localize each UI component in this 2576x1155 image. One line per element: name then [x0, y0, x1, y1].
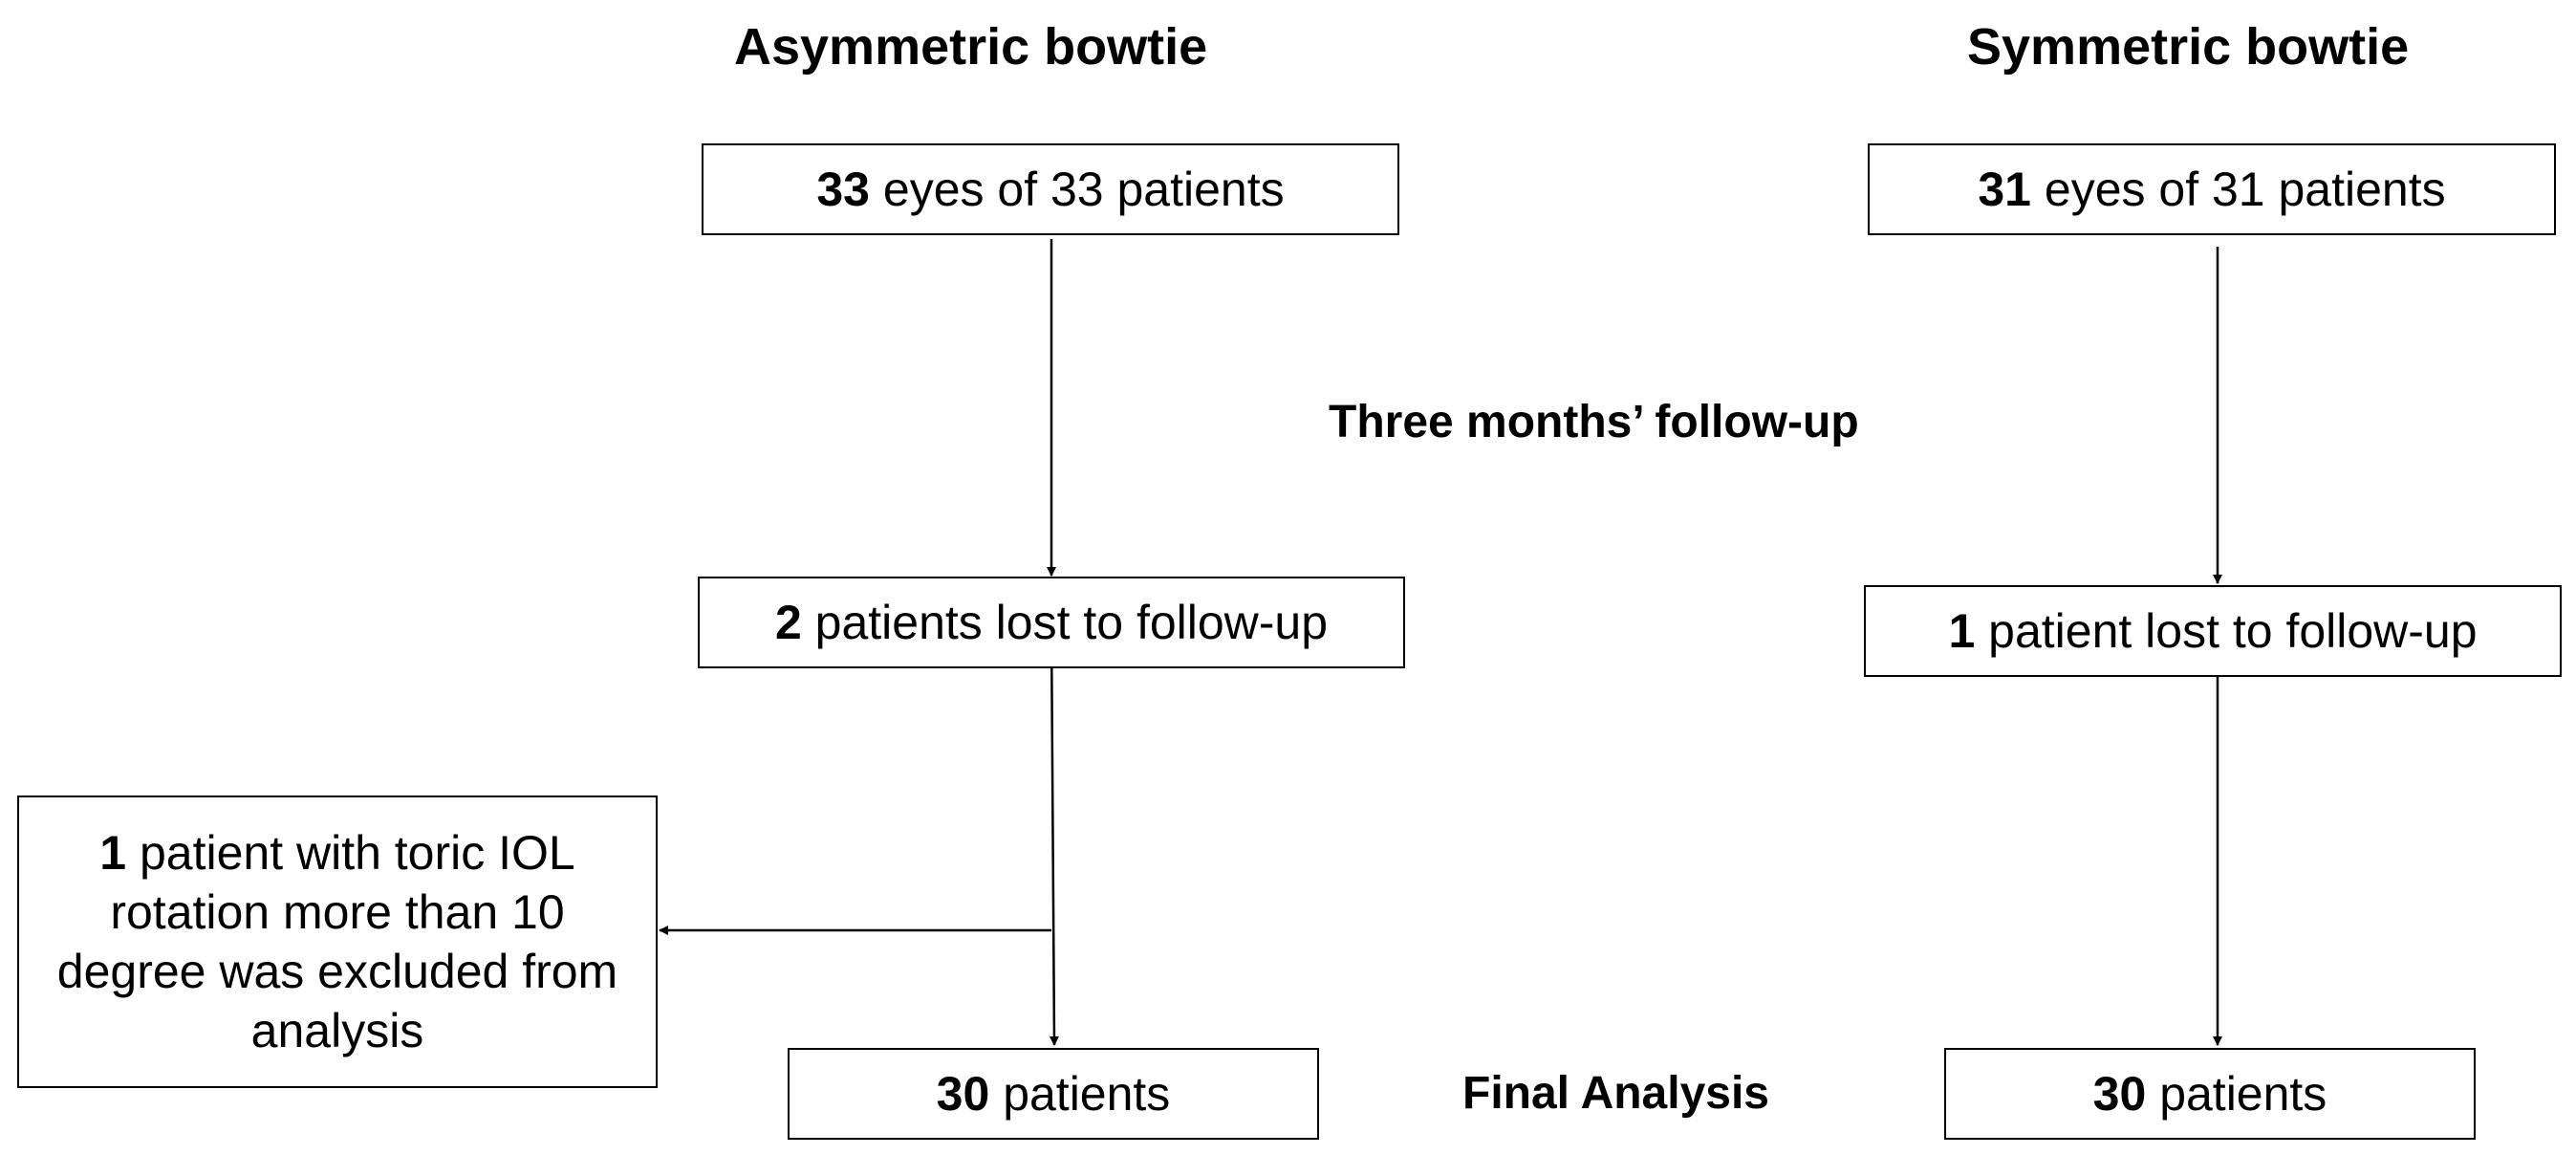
- sym-lost-count: 1: [1948, 604, 1976, 658]
- sym-final-text: patients: [2146, 1067, 2327, 1121]
- symmetric-heading: Symmetric bowtie: [1967, 18, 2410, 76]
- arrow-asym-lost-to-final: [1049, 626, 1059, 1046]
- final-analysis-stage-label: Final Analysis: [1462, 1068, 1769, 1119]
- asym-final-count: 30: [936, 1067, 990, 1121]
- sym-enrolled-text: eyes of 31 patients: [2031, 163, 2446, 216]
- asym-final-box: 30 patients: [788, 1048, 1319, 1140]
- asym-excluded-text: patient with toric IOL rotation more tha…: [56, 826, 618, 1057]
- sym-lost-text: patient lost to follow-up: [1975, 604, 2478, 658]
- followup-stage-label: Three months’ follow-up: [1329, 397, 1859, 447]
- asym-lost-box: 2 patients lost to follow-up: [698, 577, 1405, 668]
- sym-enrolled-box: 31 eyes of 31 patients: [1868, 143, 2556, 235]
- asym-lost-count: 2: [774, 596, 802, 649]
- asym-excluded-count: 1: [99, 826, 127, 880]
- sym-final-count: 30: [2092, 1067, 2147, 1121]
- asym-enrolled-box: 33 eyes of 33 patients: [702, 143, 1399, 235]
- asym-excluded-box: 1 patient with toric IOL rotation more t…: [17, 795, 658, 1088]
- sym-final-box: 30 patients: [1944, 1048, 2476, 1140]
- asym-lost-text: patients lost to follow-up: [801, 596, 1329, 649]
- sym-enrolled-count: 31: [1978, 163, 2031, 216]
- asym-enrolled-count: 33: [816, 163, 870, 216]
- sym-lost-box: 1 patient lost to follow-up: [1864, 585, 2562, 677]
- asym-final-text: patients: [989, 1067, 1171, 1121]
- asym-enrolled-text: eyes of 33 patients: [870, 163, 1285, 216]
- asymmetric-heading: Asymmetric bowtie: [734, 18, 1208, 76]
